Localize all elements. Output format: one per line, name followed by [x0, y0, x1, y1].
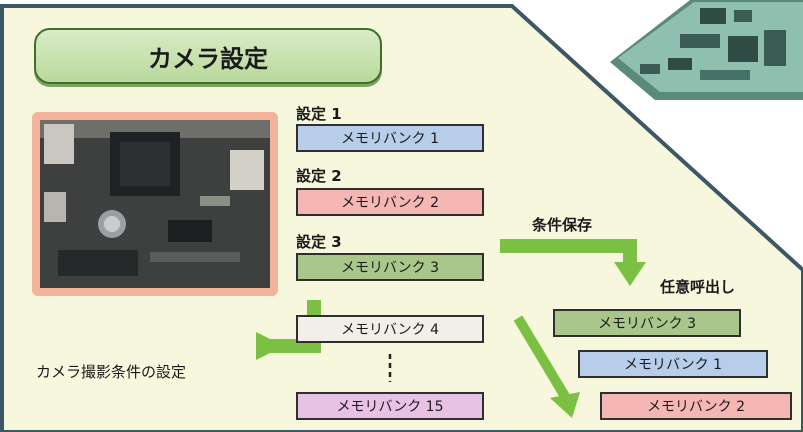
cpu-chip-image	[610, 0, 803, 100]
recall-arrow	[513, 315, 571, 401]
circuit-board-image	[32, 112, 278, 296]
caption-camera-conditions: カメラ撮影条件の設定	[36, 363, 187, 381]
stored-bank-3: メモリバンク 3	[553, 309, 741, 337]
setting-label-3: 設定 3	[296, 233, 342, 251]
recall-label: 任意呼出し	[660, 278, 736, 296]
stored-bank-2: メモリバンク 2	[600, 392, 792, 420]
save-label: 条件保存	[532, 216, 593, 234]
page-title: カメラ設定	[34, 28, 382, 84]
memory-bank-1: メモリバンク 1	[296, 124, 484, 152]
setting-label-1: 設定 1	[296, 105, 342, 123]
memory-bank-15: メモリバンク 15	[296, 392, 484, 420]
memory-bank-2: メモリバンク 2	[296, 188, 484, 216]
memory-bank-3: メモリバンク 3	[296, 253, 484, 281]
stored-bank-1: メモリバンク 1	[578, 350, 768, 378]
setting-label-2: 設定 2	[296, 167, 342, 185]
save-arrow	[500, 239, 637, 266]
memory-bank-4: メモリバンク 4	[296, 315, 484, 343]
